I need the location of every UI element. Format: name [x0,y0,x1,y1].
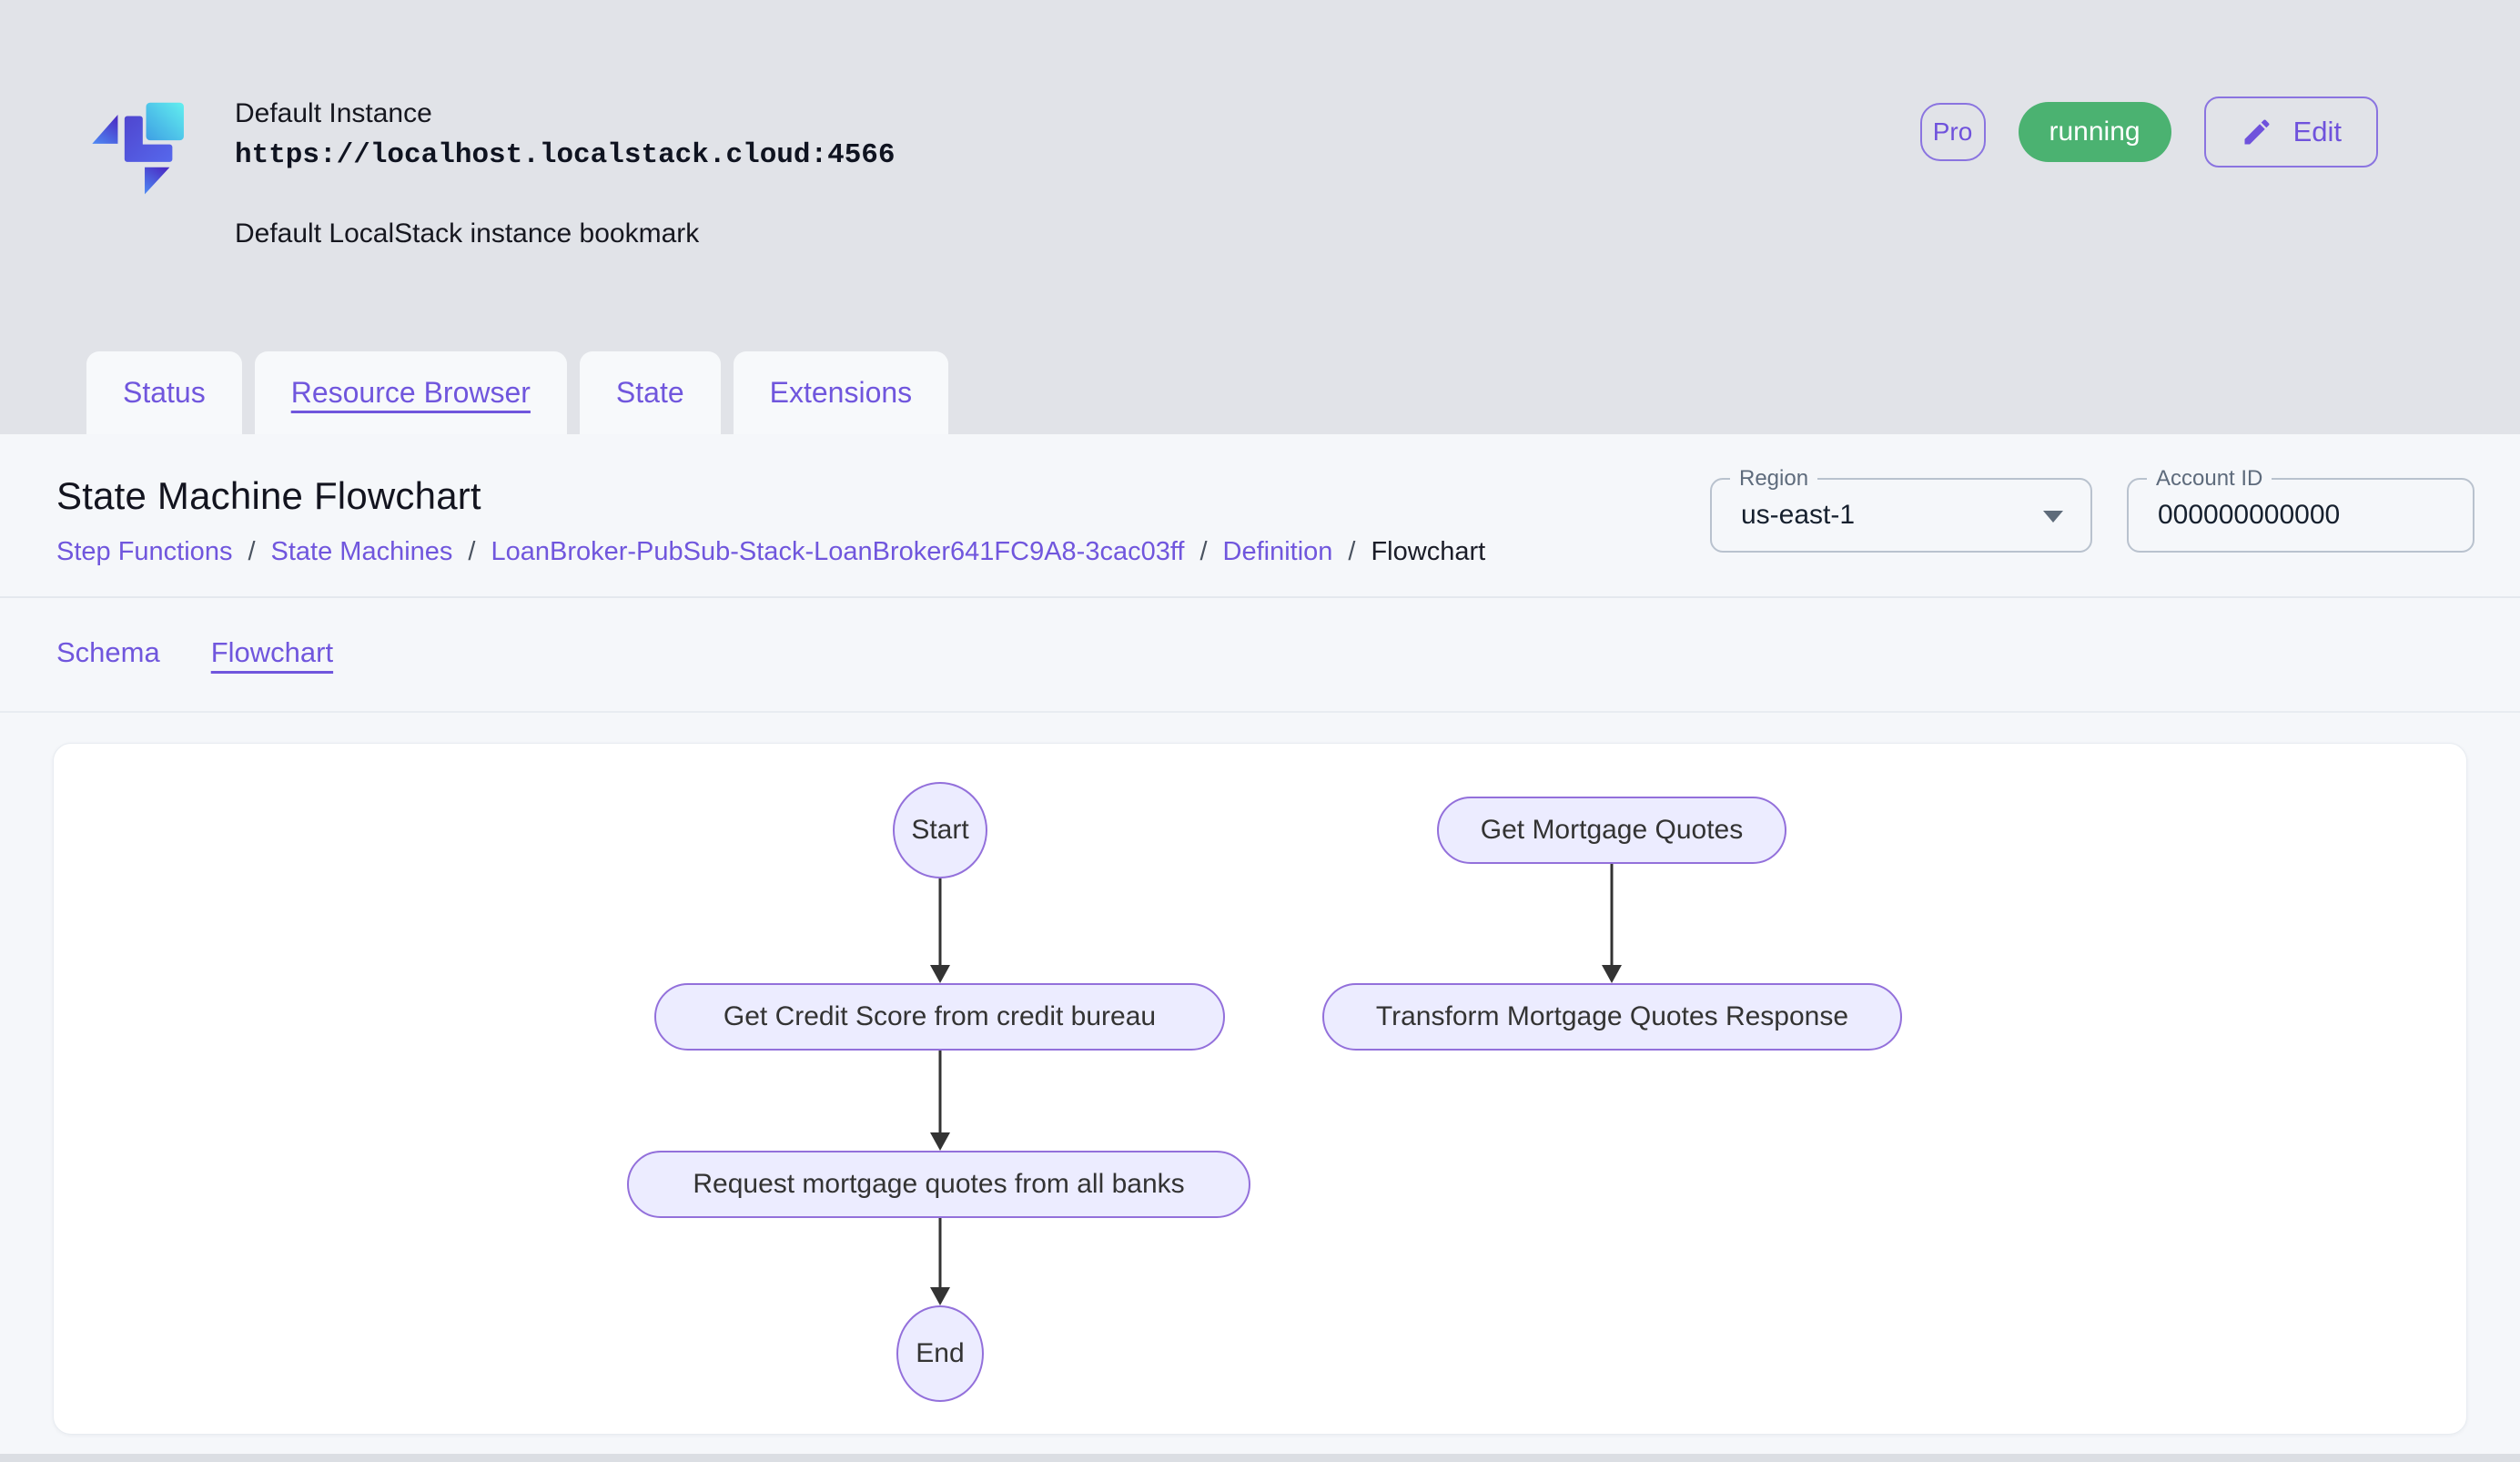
flow-node-request-quotes: Request mortgage quotes from all banks [627,1151,1250,1218]
region-select-label: Region [1730,465,1818,492]
flow-node-end-label: End [916,1338,965,1368]
flow-node-get-mortgage-quotes-label: Get Mortgage Quotes [1480,815,1744,845]
flow-node-transform-response: Transform Mortgage Quotes Response [1322,983,1902,1051]
breadcrumb-separator: / [468,537,476,566]
flow-node-request-quotes-label: Request mortgage quotes from all banks [693,1169,1185,1199]
flow-node-get-mortgage-quotes: Get Mortgage Quotes [1437,797,1786,864]
localstack-logo-icon [92,102,184,195]
tab-status[interactable]: Status [86,351,242,434]
region-select-value: us-east-1 [1741,500,1856,530]
tab-status-label: Status [123,376,206,409]
instance-url: https://localhost.localstack.cloud:4566 [235,139,896,171]
breadcrumb-state-machine-name[interactable]: LoanBroker-PubSub-Stack-LoanBroker641FC9… [491,537,1185,566]
edit-button-label: Edit [2292,116,2342,147]
arrow-line [938,1051,942,1134]
breadcrumb: Step Functions / State Machines / LoanBr… [56,534,1485,569]
arrow-head-icon [1602,965,1622,983]
flow-arrow-start-to-credit [930,878,950,983]
tab-state[interactable]: State [579,351,721,434]
edit-button[interactable]: Edit [2203,96,2378,168]
flow-node-end: End [896,1305,984,1402]
breadcrumb-separator: / [1348,537,1356,566]
arrow-head-icon [930,1132,950,1151]
scope-fields: Region us-east-1 Account ID [1710,465,2474,553]
tab-extensions-label: Extensions [769,376,913,409]
window-bottom-edge [0,1454,2520,1462]
divider [0,711,2520,713]
flow-node-get-credit-score: Get Credit Score from credit bureau [654,983,1225,1051]
breadcrumb-flowchart: Flowchart [1371,537,1486,566]
page-title: State Machine Flowchart [56,474,481,517]
flow-node-start-label: Start [911,815,969,845]
breadcrumb-step-functions[interactable]: Step Functions [56,537,233,566]
flow-arrow-getquotes-to-transform [1602,864,1622,983]
arrow-line [1610,864,1614,967]
account-id-field: Account ID [2127,465,2474,553]
subtab-flowchart[interactable]: Flowchart [210,636,334,668]
tab-resource-browser[interactable]: Resource Browser [254,351,567,434]
instance-tabs: Status Resource Browser State Extensions [86,351,949,434]
breadcrumb-separator: / [1199,537,1208,566]
pro-badge: Pro [1919,103,1986,161]
instance-description: Default LocalStack instance bookmark [235,218,700,249]
arrow-line [938,1218,942,1289]
breadcrumb-state-machines[interactable]: State Machines [270,537,453,566]
arrow-head-icon [930,965,950,983]
breadcrumb-separator: / [248,537,256,566]
flowchart-canvas: Start Get Credit Score from credit burea… [53,743,2467,1435]
tab-state-label: State [615,376,684,409]
pencil-icon [2244,119,2270,145]
flow-node-get-credit-score-label: Get Credit Score from credit bureau [723,1001,1157,1031]
definition-subtabs: Schema Flowchart [56,633,333,673]
breadcrumb-definition[interactable]: Definition [1222,537,1333,566]
arrow-head-icon [930,1287,950,1305]
header-actions: Pro running Edit [1919,95,2378,169]
flow-arrow-request-to-end [930,1218,950,1305]
tab-resource-browser-label: Resource Browser [290,376,531,409]
chevron-down-icon [2043,511,2063,523]
flow-arrow-credit-to-request [930,1051,950,1151]
divider [0,596,2520,598]
tab-extensions[interactable]: Extensions [733,351,949,434]
account-id-input[interactable] [2129,480,2473,551]
flow-node-transform-response-label: Transform Mortgage Quotes Response [1375,1001,1849,1031]
localstack-logo [80,84,215,218]
arrow-line [938,878,942,967]
instance-name: Default Instance [235,98,432,128]
subtab-schema[interactable]: Schema [56,636,160,668]
flow-node-start: Start [893,782,987,878]
resource-browser-panel: State Machine Flowchart Step Functions /… [0,434,2520,1462]
running-status-badge: running [2018,102,2171,162]
instance-info: Default Instance https://localhost.local… [235,96,896,251]
region-select[interactable]: Region us-east-1 [1710,465,2092,553]
